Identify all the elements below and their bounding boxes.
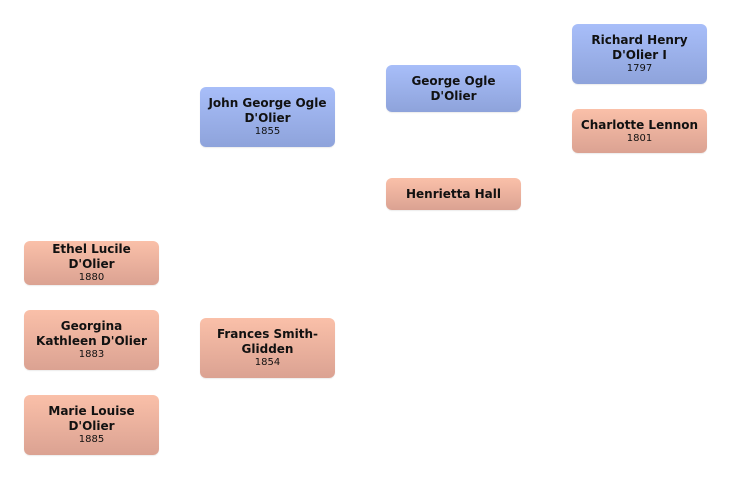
person-name: Ethel Lucile D'Olier <box>52 242 131 271</box>
person-ethel-lucile[interactable]: Ethel Lucile D'Olier 1880 <box>24 241 159 285</box>
person-name: Georgina Kathleen D'Olier <box>36 319 147 348</box>
person-name: Richard Henry D'Olier I <box>591 33 688 62</box>
person-name: Charlotte Lennon <box>580 117 699 132</box>
person-year: 1880 <box>78 272 105 283</box>
person-name: Marie Louise D'Olier <box>48 404 135 433</box>
person-georgina-kathleen[interactable]: Georgina Kathleen D'Olier 1883 <box>24 310 159 370</box>
person-year: 1883 <box>78 349 105 360</box>
person-name: Henrietta Hall <box>405 186 501 201</box>
person-john-george-ogle[interactable]: John George Ogle D'Olier 1855 <box>200 87 335 147</box>
person-year: 1855 <box>254 126 281 137</box>
person-george-ogle[interactable]: George Ogle D'Olier <box>386 65 521 112</box>
person-marie-louise[interactable]: Marie Louise D'Olier 1885 <box>24 395 159 455</box>
person-richard-henry[interactable]: Richard Henry D'Olier I 1797 <box>572 24 707 84</box>
person-name: John George Ogle D'Olier <box>208 96 327 125</box>
person-year: 1854 <box>254 357 281 368</box>
person-name: George Ogle D'Olier <box>411 73 496 103</box>
person-frances-smith-glidden[interactable]: Frances Smith-Glidden 1854 <box>200 318 335 378</box>
person-year: 1797 <box>626 63 653 74</box>
person-charlotte-lennon[interactable]: Charlotte Lennon 1801 <box>572 109 707 153</box>
person-year: 1801 <box>626 132 653 144</box>
person-henrietta-hall[interactable]: Henrietta Hall <box>386 178 521 210</box>
person-name: Frances Smith-Glidden <box>216 327 319 356</box>
person-year: 1885 <box>78 434 105 445</box>
